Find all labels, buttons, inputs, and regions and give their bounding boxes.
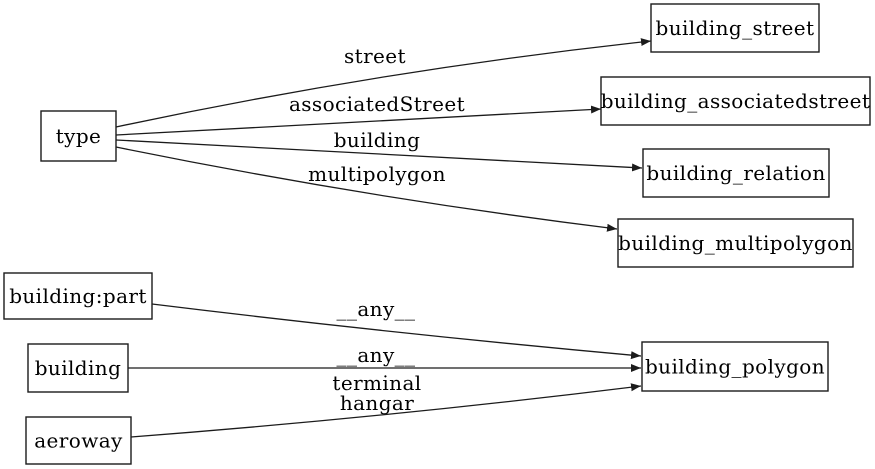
edge-type-to-building_street: street bbox=[115, 38, 652, 128]
edge-label: street bbox=[344, 44, 406, 68]
edge-label: hangar bbox=[340, 391, 414, 415]
edge-label: associatedStreet bbox=[289, 92, 465, 116]
edge-label: building bbox=[334, 128, 421, 152]
node-label: building:part bbox=[9, 284, 147, 308]
node-type: type bbox=[40, 110, 117, 162]
node-building_multipolygon: building_multipolygon bbox=[617, 218, 854, 268]
node-label: building_street bbox=[656, 16, 815, 40]
node-label: aeroway bbox=[34, 429, 123, 453]
node-box bbox=[650, 3, 820, 53]
node-box bbox=[3, 272, 153, 320]
node-box bbox=[27, 343, 129, 393]
node-building: building bbox=[27, 343, 129, 393]
edge-type-to-building_associatedstreet: associatedStreet bbox=[115, 92, 602, 136]
node-building_polygon: building_polygon bbox=[641, 341, 829, 392]
node-building_relation: building_relation bbox=[642, 148, 830, 198]
edge-label: multipolygon bbox=[308, 162, 446, 186]
edge-line bbox=[115, 38, 652, 128]
node-box bbox=[642, 148, 830, 198]
node-building_part: building:part bbox=[3, 272, 153, 320]
edge-line bbox=[115, 105, 602, 136]
node-label: building_polygon bbox=[645, 355, 825, 379]
edge-line bbox=[130, 383, 642, 438]
edge-line bbox=[115, 139, 643, 172]
node-box bbox=[40, 110, 117, 162]
edge-type-to-building_multipolygon: multipolygon bbox=[115, 146, 618, 232]
node-label: building bbox=[35, 356, 122, 380]
edge-type-to-building_relation: building bbox=[115, 128, 643, 172]
node-aeroway: aeroway bbox=[25, 416, 132, 465]
node-building_street: building_street bbox=[650, 3, 820, 53]
edge-line bbox=[115, 146, 618, 232]
node-label: building_relation bbox=[646, 161, 825, 185]
node-box bbox=[617, 218, 854, 268]
node-label: type bbox=[56, 124, 102, 148]
edge-building_part-to-building_polygon: __any__ bbox=[151, 297, 642, 360]
edge-label: terminal bbox=[332, 371, 421, 395]
node-box bbox=[25, 416, 132, 465]
edge-line bbox=[151, 303, 642, 360]
node-building_associatedstreet: building_associatedstreet bbox=[600, 76, 871, 126]
node-label: building_multipolygon bbox=[618, 231, 853, 255]
node-box bbox=[600, 76, 871, 126]
edge-building-to-building_polygon: __any__ bbox=[128, 343, 641, 372]
edge-label: __any__ bbox=[337, 343, 416, 367]
node-label: building_associatedstreet bbox=[601, 89, 871, 113]
edge-label: __any__ bbox=[337, 297, 416, 321]
node-box bbox=[641, 341, 829, 392]
